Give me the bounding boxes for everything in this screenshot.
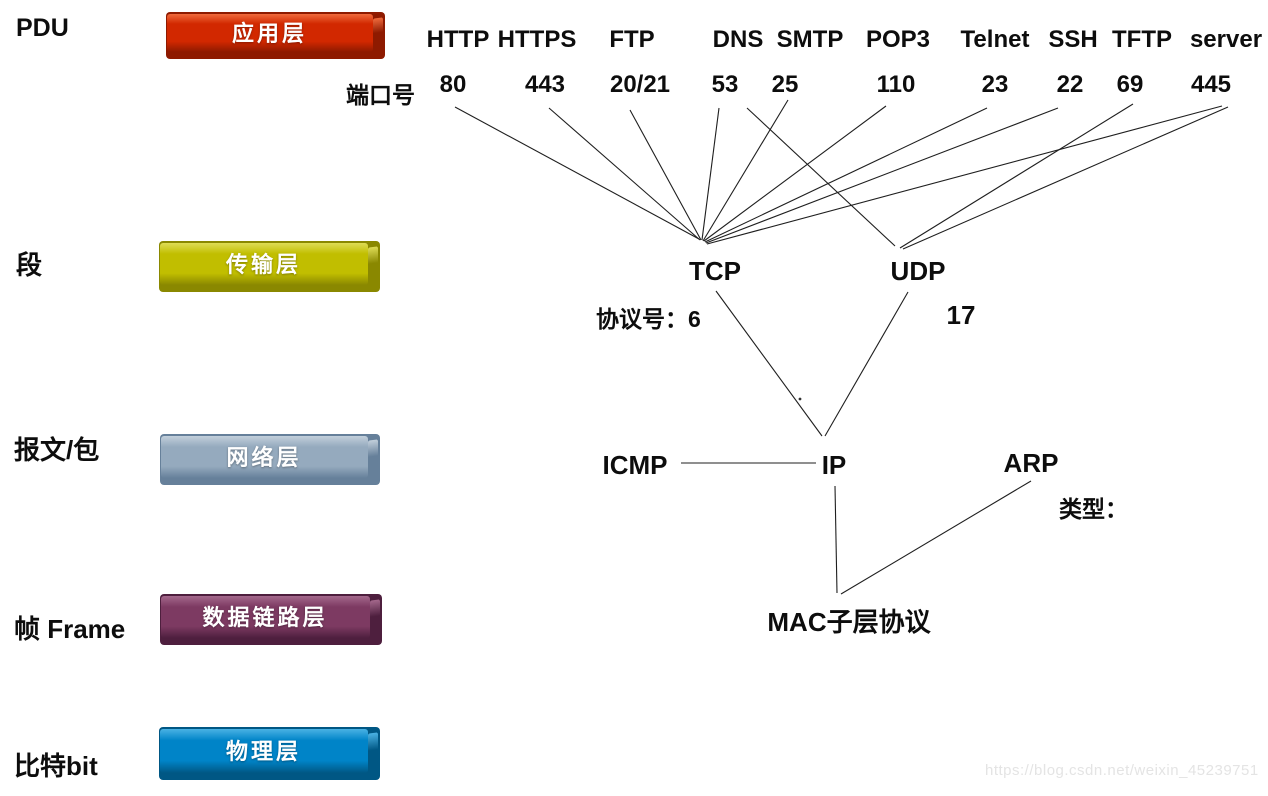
mac-sublayer-node: MAC子层协议	[767, 607, 931, 637]
bar-side	[368, 732, 378, 777]
line-tcp-ip	[715, 290, 823, 437]
watermark: https://blog.csdn.net/weixin_45239751	[985, 762, 1259, 779]
layer-label-transport: 传输层	[225, 252, 301, 277]
port-number-443: 443	[524, 71, 566, 98]
bar-face	[167, 14, 373, 52]
port-number-53: 53	[711, 71, 739, 98]
layer-bar-transport: 传输层	[159, 241, 380, 292]
port-number-25: 25	[771, 71, 799, 98]
port-number-23: 23	[981, 71, 1009, 98]
bar-side	[368, 246, 378, 289]
port-number-110: 110	[876, 71, 916, 98]
bar-face	[160, 729, 368, 773]
layer-bar-application: 应用层	[166, 12, 385, 59]
line-110-tcp	[703, 105, 887, 242]
protocol-label-smtp: SMTP	[776, 26, 844, 53]
bar-side	[370, 599, 380, 642]
line-arp-mac	[840, 480, 1032, 595]
protocol-label-ssh: SSH	[1048, 26, 1098, 53]
bar-face	[161, 596, 370, 638]
pdu-label-frame: 帧 Frame	[14, 614, 126, 644]
protocol-label-server: server	[1189, 26, 1263, 53]
bar-side	[368, 439, 378, 482]
protocol-label-tftp: TFTP	[1112, 26, 1172, 53]
protocol-label-ftp: FTP	[609, 26, 655, 53]
bar-side	[373, 17, 383, 56]
protocol-label-dns: DNS	[712, 26, 764, 53]
layer-label-network: 网络层	[226, 445, 302, 470]
port-number-69: 69	[1116, 71, 1144, 98]
layer-label-datalink: 数据链路层	[202, 605, 328, 630]
tcp-protocol-number: 协议号：6	[596, 306, 701, 332]
ip-node: IP	[821, 450, 847, 480]
udp-node: UDP	[890, 256, 946, 286]
line-udp-ip	[824, 291, 909, 437]
arp-type-label: 类型：	[1059, 496, 1128, 522]
udp-protocol-number: 17	[946, 300, 976, 330]
layer-bar-datalink: 数据链路层	[160, 594, 382, 645]
line-53-tcp	[701, 107, 720, 241]
port-row-label: 端口号	[346, 82, 415, 108]
pdu-label-segment: 段	[16, 250, 43, 280]
pdu-label-bit: 比特bit	[14, 751, 98, 781]
line-69-udp	[899, 103, 1134, 249]
bar-face	[160, 243, 368, 285]
bar-face	[161, 436, 368, 478]
port-number-2021: 20/21	[609, 71, 671, 98]
tcp-node: TCP	[689, 256, 741, 286]
line-443-tcp	[548, 107, 701, 241]
protocol-label-https: HTTPS	[497, 26, 577, 53]
line-445-tcp	[706, 105, 1223, 245]
line-23-tcp	[704, 107, 988, 243]
line-2021-tcp	[629, 109, 702, 241]
layer-label-physical: 物理层	[225, 739, 301, 764]
layer-bar-network: 网络层	[160, 434, 380, 485]
line-22-tcp	[705, 107, 1059, 244]
layer-bar-physical: 物理层	[159, 727, 380, 780]
icmp-node: ICMP	[602, 450, 668, 480]
line-ip-mac	[834, 485, 838, 594]
port-number-22: 22	[1056, 71, 1084, 98]
line-80-tcp	[454, 106, 700, 240]
layer-label-application: 应用层	[231, 21, 307, 46]
port-number-445: 445	[1190, 71, 1232, 98]
line-53-udp	[746, 107, 896, 247]
pdu-heading: PDU	[16, 14, 69, 42]
protocol-label-pop3: POP3	[865, 26, 931, 53]
arp-node: ARP	[1003, 448, 1059, 478]
line-445-udp	[902, 106, 1229, 250]
line-25-tcp	[702, 99, 789, 242]
protocol-label-telnet: Telnet	[960, 26, 1030, 53]
protocol-label-http: HTTP	[426, 26, 490, 53]
port-number-80: 80	[439, 71, 467, 98]
stray-dot	[798, 397, 802, 401]
pdu-label-packet: 报文/包	[14, 435, 100, 465]
